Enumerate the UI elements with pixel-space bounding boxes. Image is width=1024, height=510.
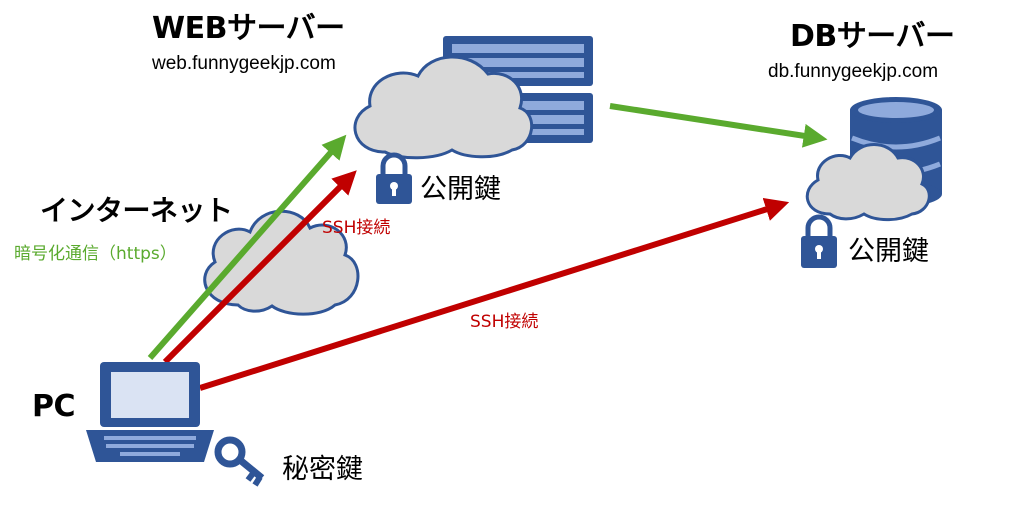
private-key-icon xyxy=(214,436,265,487)
laptop-icon xyxy=(86,362,214,462)
web-server-title: WEBサーバー xyxy=(152,11,345,46)
https-label: 暗号化通信（https） xyxy=(14,244,177,264)
web-to-db-arrow xyxy=(609,103,828,148)
web-cloud-icon xyxy=(353,55,534,160)
internet-title: インターネット xyxy=(40,194,233,227)
db-server-title: DBサーバー xyxy=(790,19,955,54)
ssh-web-arrow xyxy=(162,170,357,365)
web-server-host: web.funnygeekjp.com xyxy=(152,53,336,74)
web-public-key-label: 公開鍵 xyxy=(420,174,501,205)
pc-title: PC xyxy=(32,389,76,424)
db-cloud-icon xyxy=(805,143,931,222)
private-key-label: 秘密鍵 xyxy=(282,454,363,485)
db-server-host: db.funnygeekjp.com xyxy=(768,61,939,82)
ssh-db-arrow xyxy=(199,197,790,391)
ssh-db-label: SSH接続 xyxy=(470,312,539,332)
db-public-key-label: 公開鍵 xyxy=(848,236,929,267)
web-lock-icon xyxy=(376,152,412,204)
internet-cloud-icon xyxy=(203,209,360,316)
db-lock-icon xyxy=(801,214,837,268)
https-arrow xyxy=(147,134,347,360)
ssh-web-label: SSH接続 xyxy=(322,218,391,238)
